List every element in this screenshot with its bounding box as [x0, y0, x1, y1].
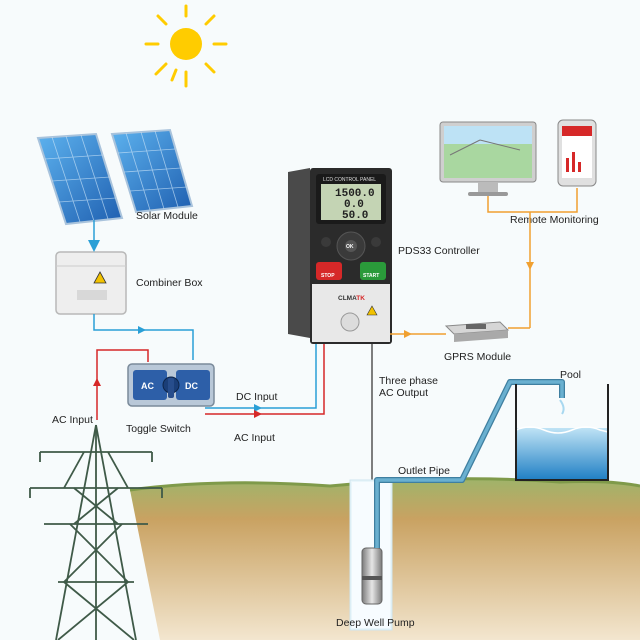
outlet-pipe-label: Outlet Pipe: [398, 465, 450, 477]
panel-line-1: 1500.0: [335, 188, 375, 200]
combiner-box-label: Combiner Box: [136, 277, 203, 289]
panel-line-3: 50.0: [342, 210, 368, 222]
controller-header: LCD CONTROL PANEL: [323, 177, 376, 183]
ac-input-right-label: AC Input: [234, 432, 275, 444]
toggle-ac-text: AC: [141, 381, 154, 391]
gprs-module-icon: [444, 321, 510, 342]
brand-text: CLMATK: [338, 295, 365, 302]
ac-arrow-left: [93, 378, 101, 386]
pds33-controller-icon: LCD CONTROL PANEL 1500.0 0.0 50.0 OK STO…: [288, 168, 392, 344]
power-tower-icon: [29, 424, 163, 640]
remote-monitoring-label: Remote Monitoring: [510, 214, 599, 226]
monitor-icon: [439, 121, 537, 196]
panel-line-2: 0.0: [344, 199, 364, 211]
dc-input-label: DC Input: [236, 391, 278, 403]
deep-well-pump-icon: [361, 547, 383, 605]
sun-icon: [144, 4, 228, 88]
dc-arrow-2: [254, 404, 262, 412]
pool-label: Pool: [560, 369, 581, 381]
dc-line-combiner: [93, 314, 194, 360]
outlet-pipe-icon: [374, 379, 565, 548]
toggle-switch-icon: AC DC: [127, 363, 215, 407]
deep-well-pump-label: Deep Well Pump: [336, 617, 415, 629]
three-phase-label: Three phase: [379, 375, 438, 387]
tablet-icon: [557, 119, 597, 187]
brand-suffix-text: TK: [356, 295, 365, 302]
ac-arrow-right: [254, 410, 262, 418]
signal-arrow-right: [404, 330, 412, 338]
controller-label: PDS33 Controller: [398, 245, 480, 257]
start-text: START: [363, 273, 379, 279]
monitor-link: [487, 188, 578, 213]
ac-line-controller: [205, 344, 325, 415]
pool-icon: [515, 384, 609, 481]
toggle-dc-text: DC: [185, 381, 198, 391]
stop-text: STOP: [321, 273, 335, 279]
ac-input-left-label: AC Input: [52, 414, 93, 426]
signal-arrow-down: [526, 262, 534, 270]
ok-text: OK: [346, 244, 354, 250]
gprs-module-label: GPRS Module: [444, 351, 511, 363]
dc-arrow-1: [138, 326, 146, 334]
toggle-switch-label: Toggle Switch: [126, 423, 191, 435]
ac-output-label: AC Output: [379, 387, 428, 399]
dc-line-controller: [205, 344, 317, 409]
solar-module-label: Solar Module: [136, 210, 198, 222]
solar-module-icon: [36, 128, 194, 226]
combiner-box-icon: [55, 251, 127, 315]
